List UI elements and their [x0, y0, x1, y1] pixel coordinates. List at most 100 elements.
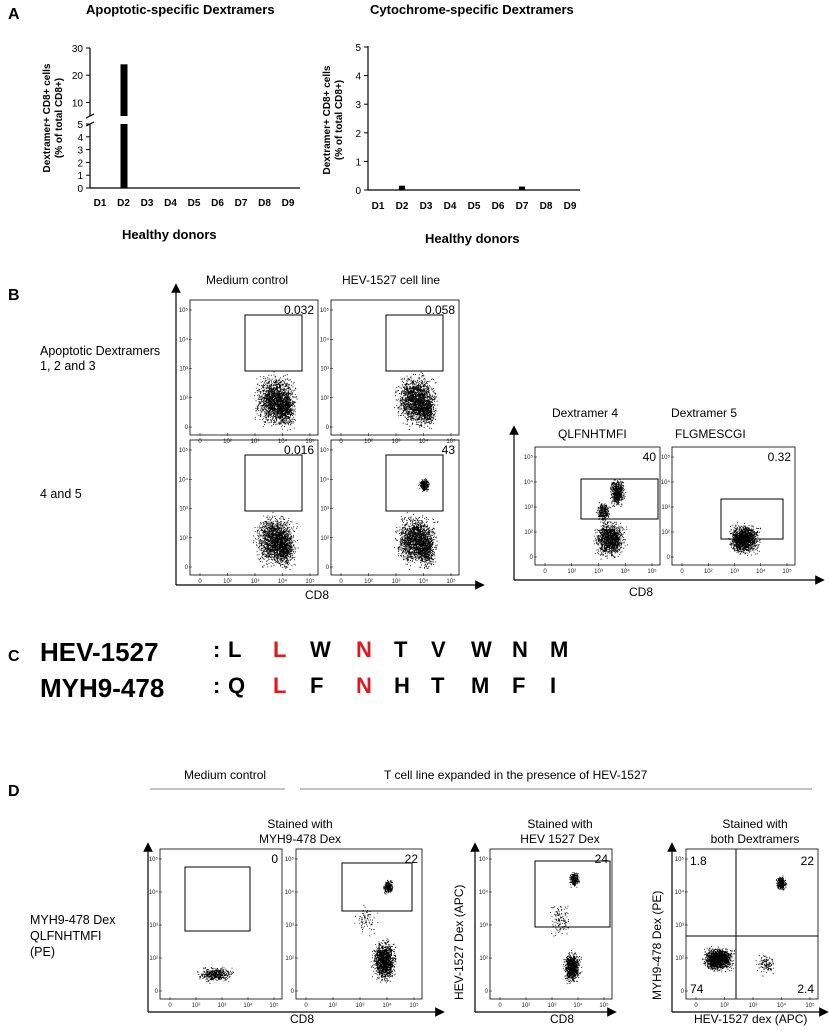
residue: I: [550, 673, 557, 698]
a2-y-tick-label: 4: [355, 72, 361, 83]
y-tick-label: 10³: [524, 505, 533, 511]
x-tick-label: 10³: [548, 1003, 557, 1009]
sequence-name: MYH9-478: [40, 673, 165, 703]
x-tick-label: 10⁵: [446, 438, 456, 445]
y-tick-label: 10³: [179, 507, 188, 513]
a2-x-tick-label: D4: [444, 201, 457, 212]
gate-box: [720, 498, 784, 540]
gate-box: [534, 860, 611, 928]
x-tick-label: 10⁴: [621, 568, 631, 575]
gate-value: 0.32: [768, 450, 792, 464]
a2-x-tick-label: D1: [372, 201, 385, 212]
y-tick-label: 10⁵: [320, 307, 330, 314]
x-tick-label: 10²: [522, 1003, 531, 1009]
residue: T: [394, 637, 408, 662]
y-axis-label-myh9-pe: MYH9-478 Dex (PE): [650, 890, 664, 1000]
gate-value: 0.016: [284, 443, 314, 457]
row-label-apoptotic: Apoptotic Dextramers 1, 2 and 3: [40, 344, 161, 373]
sequence-separator: :: [213, 673, 221, 698]
y-tick-label: 10⁵: [179, 307, 189, 314]
event-dots: [394, 478, 439, 570]
y-tick-label: 10⁵: [179, 447, 189, 454]
y-tick-label: 10⁴: [179, 336, 189, 343]
x-axis-label-apoptotic: Healthy donors: [122, 227, 217, 242]
y-tick-label: 10²: [661, 530, 670, 536]
x-tick-label: 10²: [192, 1003, 201, 1009]
y-tick-label: 10⁵: [320, 447, 330, 454]
a1-bar-upper: [120, 64, 128, 116]
group-label-tcell: T cell line expanded in the presence of …: [384, 768, 648, 782]
plot-frame: [295, 848, 423, 1000]
plot-frame: [534, 446, 661, 566]
y-tick-label: 10⁴: [320, 336, 330, 343]
col-header-hev: HEV-1527 cell line: [342, 273, 441, 287]
header-dextramer5: Dextramer 5: [671, 406, 738, 420]
y-tick-label: 0: [185, 565, 189, 571]
a2-y-tick-label: 3: [355, 100, 361, 111]
y-tick-label: 10⁴: [524, 479, 534, 486]
y-tick-label: 10³: [320, 367, 329, 373]
x-tick-label: 0: [339, 579, 343, 585]
x-axis-label-cd8-d1: CD8: [290, 1012, 315, 1026]
a1-y-tick-label: 20: [72, 71, 84, 82]
x-tick-label: 10⁵: [647, 568, 657, 575]
a1-x-tick-label: D2: [117, 198, 130, 209]
a1-y-tick-label: 30: [72, 44, 84, 55]
y-axis-label-hev-apc: HEV-1527 Dex (APC): [452, 884, 466, 1000]
gate-box: [385, 314, 444, 372]
y-tick-label: 10⁴: [661, 479, 671, 486]
panel-letter-d: D: [8, 783, 20, 800]
y-tick-label: 0: [326, 425, 330, 431]
gate-value: 0.058: [425, 303, 455, 317]
x-tick-label: 10³: [392, 579, 401, 585]
x-tick-label: 10⁵: [805, 1002, 815, 1009]
row-label-4-5: 4 and 5: [40, 487, 82, 501]
y-tick-label: 10⁵: [285, 856, 295, 863]
x-axis-label-hev-apc: HEV-1527 dex (APC): [694, 1012, 808, 1026]
gate-value: 40: [643, 450, 657, 464]
plot-frame: [189, 299, 319, 436]
x-tick-label: 10⁴: [777, 1002, 787, 1009]
x-tick-label: 0: [543, 569, 547, 575]
y-tick-label: 10²: [179, 536, 188, 542]
quadrant-value-ul: 1.8: [690, 854, 707, 868]
quadrant-value-ur: 22: [801, 854, 815, 868]
residue: T: [431, 673, 445, 698]
x-tick-label: 0: [198, 579, 202, 585]
subheader-dextramer4: QLFNHTMFI: [558, 427, 627, 441]
y-tick-label: 10⁵: [149, 856, 159, 863]
quadrant-value-ll: 74: [690, 982, 704, 996]
y-tick-label: 10²: [320, 536, 329, 542]
a1-bar-lower: [120, 124, 128, 188]
x-tick-label: 10⁵: [599, 1002, 609, 1009]
plot-frame: [489, 848, 613, 1000]
a2-bar: [399, 185, 405, 190]
chart-title-apoptotic: Apoptotic-specific Dextramers: [86, 2, 275, 17]
stain-header-both: Stained with both Dextramers: [710, 817, 800, 846]
x-tick-label: 10⁵: [446, 578, 456, 585]
residue: W: [310, 637, 331, 662]
y-tick-label: 0: [485, 989, 489, 995]
gate-box: [341, 862, 413, 912]
a2-y-axis-label: Dextramer+ CD8+ cells(% of total CD8+): [322, 65, 345, 174]
residue: F: [310, 673, 324, 698]
a2-y-tick-label: 1: [355, 157, 361, 168]
event-dots: [728, 522, 761, 556]
chart-title-cytochrome: Cytochrome-specific Dextramers: [370, 2, 574, 17]
sequence-separator: :: [213, 637, 221, 662]
plot-frame: [159, 848, 283, 1000]
quadrant-value-lr: 2.4: [797, 982, 814, 996]
y-tick-label: 10³: [285, 923, 294, 929]
y-tick-label: 10⁴: [149, 889, 159, 896]
gate-box: [244, 314, 303, 372]
x-tick-label: 10⁴: [243, 1002, 253, 1009]
y-tick-label: 10³: [149, 923, 158, 929]
a1-x-tick-label: D9: [282, 198, 295, 209]
panel-letter-c: C: [8, 648, 20, 665]
